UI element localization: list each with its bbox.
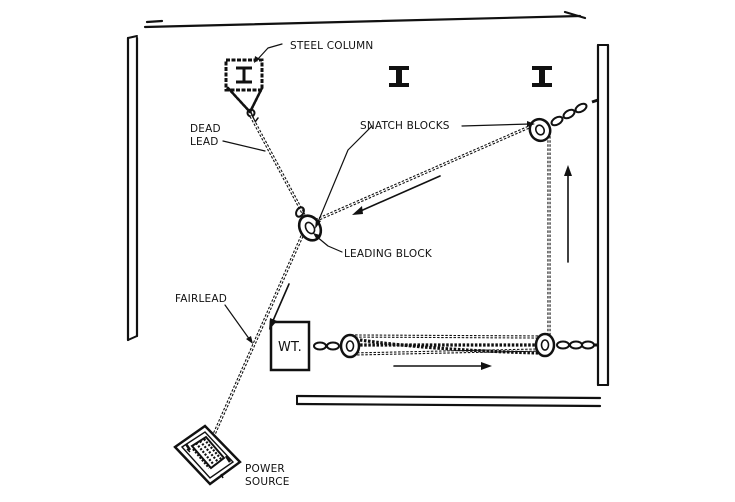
- label-dead-lead-line1: DEAD: [190, 123, 221, 135]
- weight-box: [269, 320, 311, 372]
- label-power-source-line1: POWER: [245, 463, 285, 475]
- bottom-wall-inner: [295, 402, 602, 408]
- bottom-wall-outer: [295, 394, 602, 400]
- weight-assembly: [269, 320, 361, 372]
- direction-arrows: [269, 165, 572, 370]
- room-walls: [126, 10, 610, 408]
- upper-rope-core: [311, 123, 537, 223]
- label-weight: WT.: [278, 340, 302, 355]
- tackle-rope-top-core: [350, 335, 542, 338]
- arrow-fairlead-down: [271, 283, 290, 324]
- label-dead-lead-line2: LEAD: [190, 136, 219, 148]
- i-beam-left-icon: [389, 66, 409, 87]
- weight-snatch-block-icon: [339, 333, 361, 359]
- i-beam-right-icon: [532, 66, 552, 87]
- snatch-block-bottom-icon: [534, 332, 598, 358]
- left-wall-caps: [127, 35, 138, 341]
- leading-block-icon: [295, 206, 323, 242]
- top-wall-ends: [145, 10, 587, 24]
- tackle-rope-cross: [359, 338, 539, 355]
- top-wall-outer: [143, 14, 582, 29]
- power-source-winch-icon: [173, 424, 242, 486]
- label-leading-block: LEADING BLOCK: [344, 248, 433, 260]
- label-steel-column: STEEL COLUMN: [290, 40, 373, 52]
- arrow-upper-rope: [355, 175, 441, 214]
- fairlead-rope-core: [207, 235, 303, 449]
- snatch-block-top-icon: [528, 98, 599, 143]
- label-fairlead: FAIRLEAD: [175, 293, 227, 305]
- label-snatch-blocks: SNATCH BLOCKS: [360, 120, 450, 132]
- steel-column-icon: [224, 58, 264, 123]
- label-power-source-line2: SOURCE: [245, 476, 290, 488]
- right-wall-caps: [597, 44, 609, 386]
- dead-lead-rope-core: [250, 115, 305, 216]
- leader-lines: [222, 43, 535, 344]
